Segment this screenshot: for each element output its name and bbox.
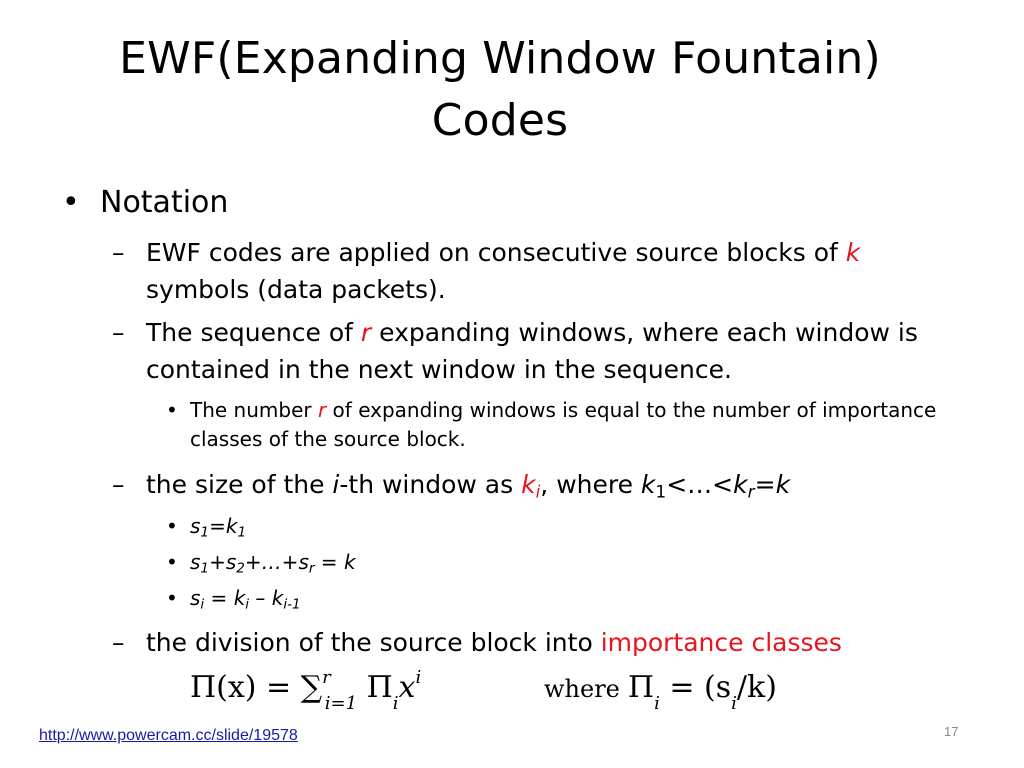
text: the size of the	[146, 470, 333, 499]
page-number: 17	[944, 724, 959, 739]
var-i: i	[332, 470, 340, 499]
dash-marker: –	[112, 318, 125, 347]
term-x: x	[398, 670, 416, 705]
var-k: k	[271, 586, 284, 610]
text: =	[209, 514, 226, 538]
bullet-dot: •	[166, 398, 178, 422]
text: =	[204, 586, 234, 610]
var-s: s	[298, 550, 309, 574]
sub: r	[308, 560, 315, 577]
dash-marker: –	[112, 628, 125, 657]
slide-title: EWF(Expanding Window Fountain) Codes	[119, 33, 881, 146]
rhs: = (s	[659, 670, 732, 705]
sub-sub-item-si: • si = ki – ki-1	[166, 584, 946, 613]
text: , where	[540, 470, 641, 499]
source-link[interactable]: http://www.powercam.cc/slide/19578	[39, 727, 298, 744]
term-sup: i	[415, 667, 422, 688]
var-r: r	[317, 398, 327, 422]
text: The number	[190, 398, 318, 422]
sub-i: i	[535, 482, 541, 503]
var-k: k	[845, 238, 861, 267]
bullet-dot: •	[166, 586, 178, 610]
text: of expanding windows is equal to the num…	[190, 398, 937, 451]
var-k: k	[775, 470, 791, 499]
text: expanding windows, where each window is …	[146, 318, 918, 384]
sub-item-source-blocks: – EWF codes are applied on consecutive s…	[112, 234, 942, 308]
text: =	[754, 470, 776, 499]
sub: 1	[237, 524, 247, 541]
sub-item-expanding-windows: – The sequence of r expanding windows, w…	[112, 314, 942, 388]
text: symbols (data packets).	[146, 275, 446, 304]
var-s: s	[190, 586, 201, 610]
sum: ∑	[300, 670, 323, 705]
where-word: where	[544, 675, 620, 703]
sub-sub-item-sum: • s1+s2+…+sr = k	[166, 548, 946, 577]
rhs-end: /k)	[736, 670, 777, 705]
term-sub: i	[392, 693, 399, 714]
text: =	[314, 550, 344, 574]
var-k: k	[521, 470, 536, 499]
sub-item-importance-classes: – the division of the source block into …	[112, 624, 942, 661]
sub-sub-item-importance: • The number r of expanding windows is e…	[166, 396, 946, 454]
sub-sub-item-s1: • s1=k1	[166, 512, 946, 541]
var-s: s	[190, 550, 201, 574]
var-r: r	[360, 318, 372, 347]
var-k: k	[343, 550, 356, 574]
sub: 2	[236, 560, 245, 577]
var-k: k	[733, 470, 748, 499]
sub-r: r	[747, 482, 755, 503]
var-k: k	[225, 514, 238, 538]
sub: i	[245, 596, 250, 613]
sum-symbol: ∑r i=1	[300, 667, 357, 714]
highlight-importance-classes: importance classes	[600, 628, 842, 657]
rhs-sub: i	[731, 693, 737, 714]
sub: 1	[200, 524, 210, 541]
sub: i-1	[283, 596, 301, 613]
bullet-dot: •	[166, 514, 178, 538]
term-pi: Π	[357, 670, 393, 705]
var-s: s	[190, 514, 201, 538]
sum-sup: r	[322, 667, 331, 688]
sub-1: 1	[655, 482, 667, 503]
sub: 1	[200, 560, 210, 577]
text: the division of the source block into	[146, 628, 601, 657]
text: –	[249, 586, 272, 610]
var-k: k	[640, 470, 656, 499]
text: The sequence of	[146, 318, 361, 347]
dash-marker: –	[112, 470, 125, 499]
bullet-dot: •	[62, 185, 80, 220]
text: +…+	[244, 550, 299, 574]
var-s: s	[225, 550, 237, 574]
formula-eq: =	[256, 670, 301, 705]
formula-lhs: Π(x)	[190, 670, 257, 705]
formula-pi-x: Π(x) = ∑r i=1 Πixi	[190, 667, 422, 714]
bullet-dot: •	[166, 550, 178, 574]
text: EWF codes are applied on consecutive sou…	[146, 238, 846, 267]
text: <…<	[666, 470, 734, 499]
sub: i	[200, 596, 205, 613]
text: -th window as	[339, 470, 522, 499]
bullet-label: Notation	[100, 185, 229, 220]
dash-marker: –	[112, 238, 125, 267]
text: +	[209, 550, 226, 574]
var-k: k	[233, 586, 246, 610]
pi-i: Π	[627, 670, 655, 705]
sum-sub: i=1	[324, 693, 358, 714]
pi-i-sub: i	[654, 693, 660, 714]
sub-item-window-size: – the size of the i-th window as ki, whe…	[112, 466, 942, 503]
